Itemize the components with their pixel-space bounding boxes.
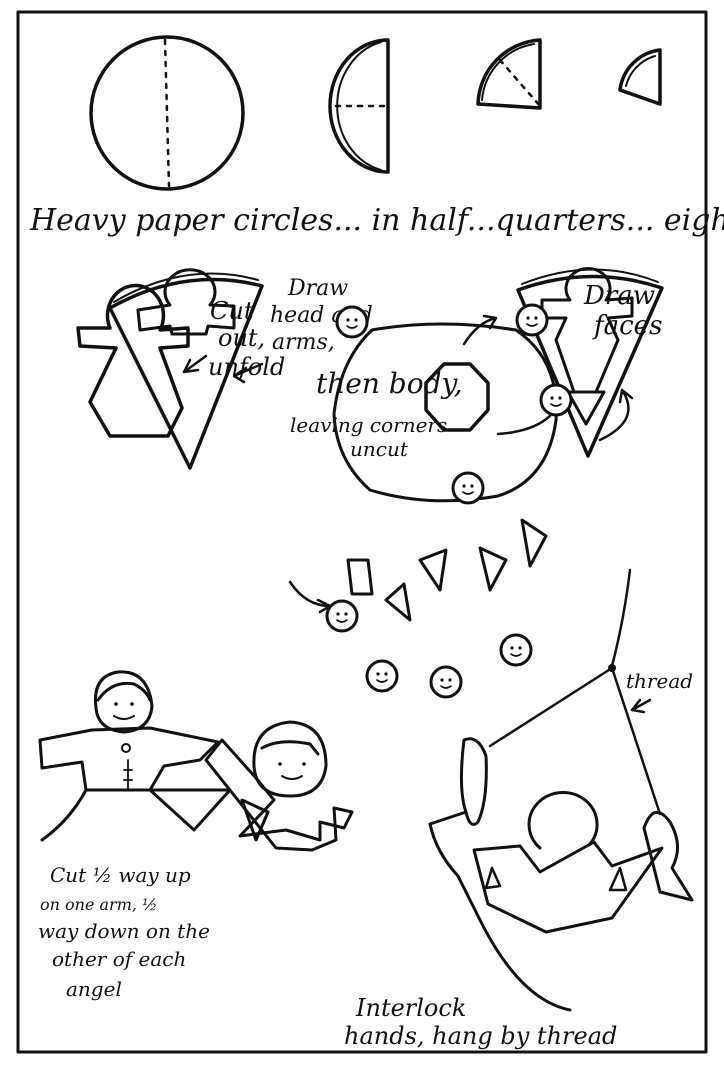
angel-head [367,661,397,691]
fold-line [500,60,540,106]
angel-girl [40,672,230,840]
eighth-circle [620,50,660,104]
arrow-to-ring [290,582,330,612]
full-circle [91,37,243,189]
step1-label: Heavy paper circles... in half...quarter… [29,203,724,238]
fold-line [165,40,169,186]
arrow-to-corner [464,316,496,344]
step2-leave: leaving corners uncut [290,413,454,461]
cutout-angel [78,286,188,436]
angel-head [541,385,571,415]
thread-label: thread [626,669,693,693]
folding-steps: Heavy paper circles... in half...quarter… [29,37,724,238]
quarter-circle [478,40,540,108]
cut-label: Cut ½ way up on one arm, ½ way down on t… [38,863,216,1001]
angel-bodies [348,520,546,620]
angel-head [501,635,531,665]
interlock-step: Cut ½ way up on one arm, ½ way down on t… [38,570,693,1050]
angel-head [327,601,357,631]
angel-head [431,667,461,697]
hang-label: Interlock hands, hang by thread [344,994,617,1050]
eighth-edge [626,56,655,86]
arrow-to-cutout [184,356,206,372]
arrow-to-thread [632,700,650,712]
angel-head [517,305,547,335]
faces-label: Draw faces [583,281,663,341]
cut-step: Cut out, unfold Draw faces [78,281,663,697]
angel-head [453,473,483,503]
angel-ring [327,305,571,697]
drawing-step: Draw head and arms, then body, leaving c… [110,269,662,468]
thread-line [612,570,630,666]
hanging-angels: thread [430,570,693,1010]
angel-boy [206,722,352,850]
angel-head [337,307,367,337]
